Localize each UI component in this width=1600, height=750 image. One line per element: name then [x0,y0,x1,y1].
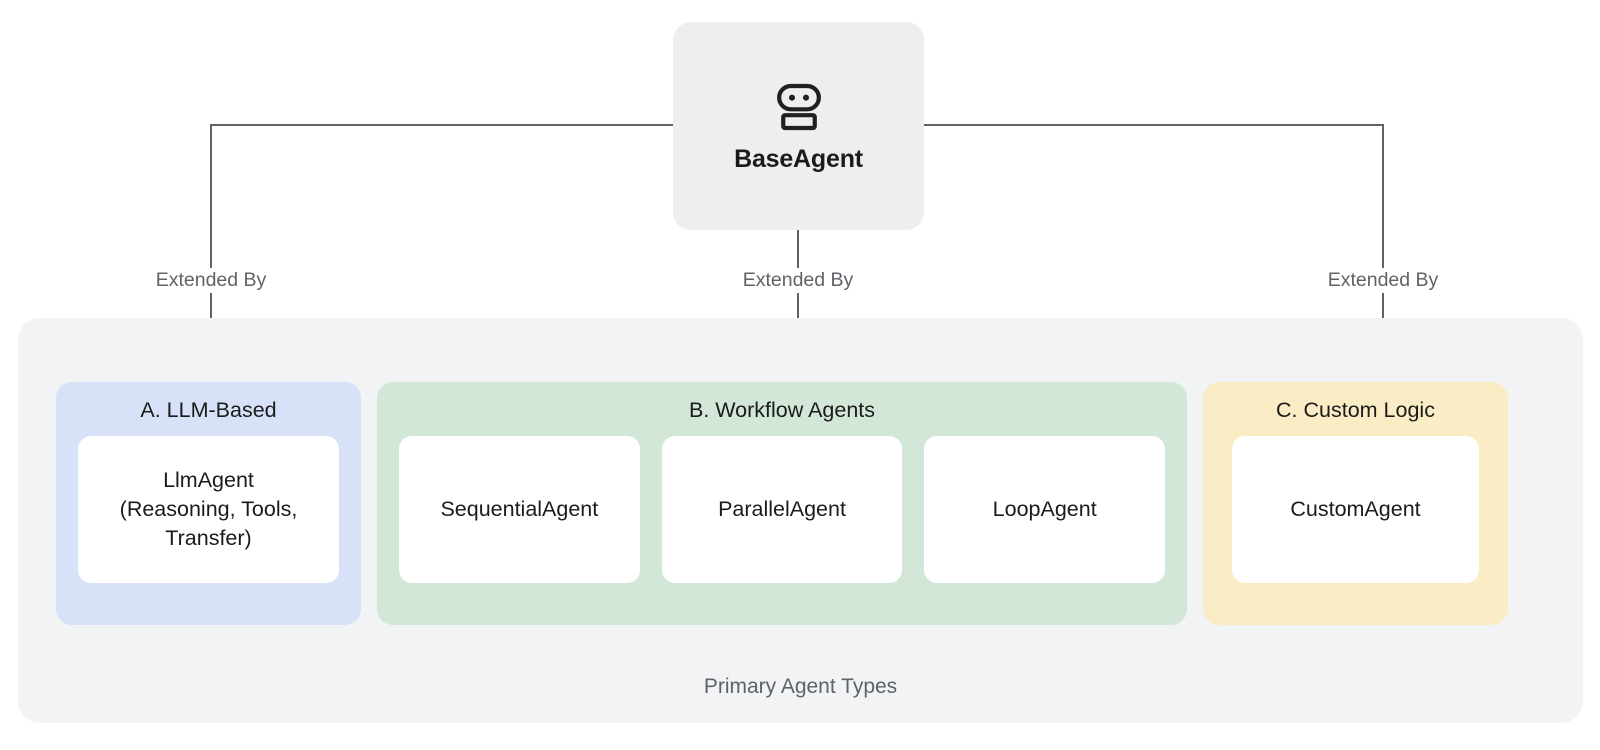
agent-card-parallel-agent[interactable]: ParallelAgent [661,436,903,583]
category-cards-llm-based: LlmAgent (Reasoning, Tools, Transfer) [56,436,361,583]
category-group-workflow-agents[interactable]: B. Workflow Agents SequentialAgent Paral… [377,382,1187,625]
category-title-llm-based: A. LLM-Based [140,398,277,422]
edge-label-extended-by-right: Extended By [1319,268,1447,293]
agent-card-loop-agent[interactable]: LoopAgent [924,436,1166,583]
agent-card-line: LlmAgent [163,468,254,492]
category-title-workflow-agents: B. Workflow Agents [688,398,875,422]
agent-card-line: CustomAgent [1290,497,1421,521]
agent-card-llm-agent[interactable]: LlmAgent (Reasoning, Tools, Transfer) [78,436,339,583]
edge-label-extended-by-center: Extended By [734,268,862,293]
primary-agent-types-caption: Primary Agent Types [703,675,898,698]
agent-card-line: Transfer) [165,526,252,550]
agent-card-line: (Reasoning, Tools, [119,497,298,521]
category-cards-workflow-agents: SequentialAgent ParallelAgent LoopAgent [377,436,1187,583]
category-group-custom-logic[interactable]: C. Custom Logic CustomAgent [1203,382,1508,625]
edge-label-extended-by-left: Extended By [147,268,275,293]
agent-card-line: ParallelAgent [718,497,846,521]
base-agent-node[interactable]: BaseAgent [673,22,924,230]
agent-card-line: LoopAgent [992,497,1097,521]
agent-card-custom-agent[interactable]: CustomAgent [1232,436,1479,583]
agent-card-sequential-agent[interactable]: SequentialAgent [399,436,640,583]
base-agent-label: BaseAgent [734,144,863,173]
agent-card-line: SequentialAgent [440,497,599,521]
category-group-llm-based[interactable]: A. LLM-Based LlmAgent (Reasoning, Tools,… [56,382,361,625]
robot-icon [776,83,821,130]
category-cards-custom-logic: CustomAgent [1203,436,1508,583]
category-title-custom-logic: C. Custom Logic [1276,398,1435,422]
